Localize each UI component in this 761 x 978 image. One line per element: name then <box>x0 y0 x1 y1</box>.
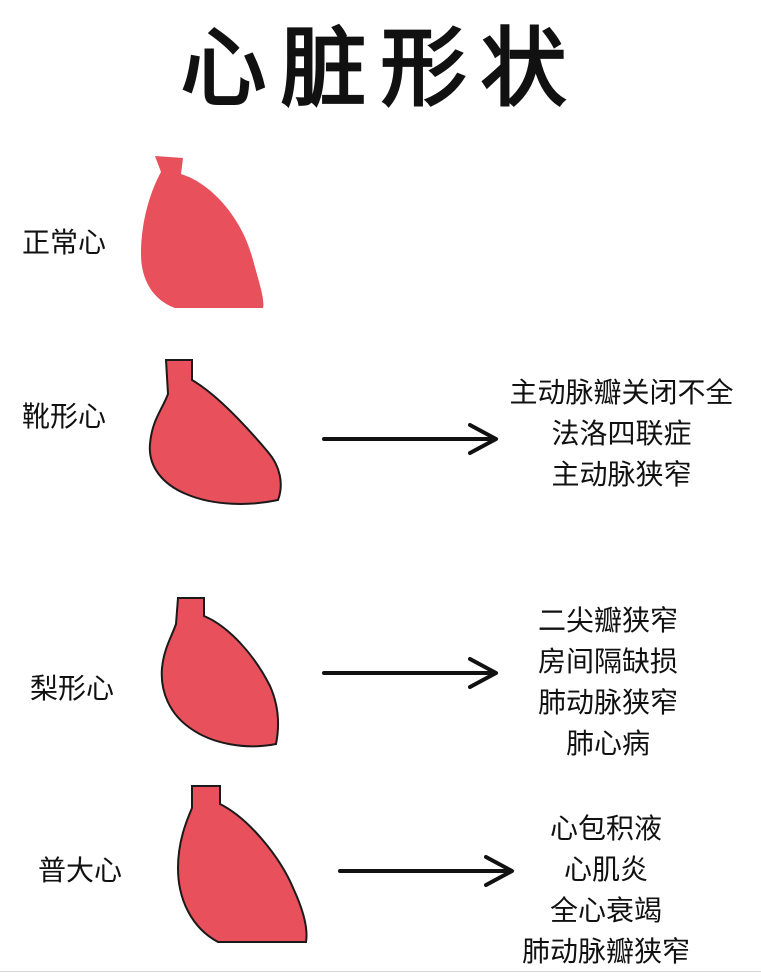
arrow-icon <box>322 657 498 689</box>
disease-item: 二尖瓣狭窄 <box>537 604 678 637</box>
disease-item: 肺动脉狭窄 <box>537 686 678 719</box>
disease-item: 肺动脉瓣狭窄 <box>521 935 690 968</box>
normal-heart-icon <box>141 156 264 308</box>
bottom-divider <box>0 971 761 972</box>
disease-item: 主动脉狭窄 <box>551 458 692 491</box>
disease-item: 心肌炎 <box>563 853 648 886</box>
boot-heart-icon <box>148 359 282 505</box>
shape-label: 梨形心 <box>30 672 115 705</box>
shape-label: 靴形心 <box>22 400 107 433</box>
arrow-icon <box>322 423 498 455</box>
enlarged-heart-icon <box>176 785 308 943</box>
shape-row-normal: 正常心 <box>0 150 761 320</box>
shape-row-pear: 梨形心 二尖瓣狭窄 房间隔缺损 肺动脉狭窄 肺心病 <box>0 594 761 760</box>
shape-label: 正常心 <box>22 226 107 259</box>
pear-heart-icon <box>160 597 279 748</box>
disease-item: 主动脉瓣关闭不全 <box>509 376 734 409</box>
disease-item: 全心衰竭 <box>549 894 662 927</box>
disease-list: 二尖瓣狭窄 房间隔缺损 肺动脉狭窄 肺心病 <box>508 600 708 764</box>
disease-item: 心包积液 <box>549 812 662 845</box>
shape-row-enlarged: 普大心 心包积液 心肌炎 全心衰竭 肺动脉瓣狭窄 <box>0 780 761 968</box>
disease-item: 肺心病 <box>565 727 650 760</box>
disease-list: 主动脉瓣关闭不全 法洛四联症 主动脉狭窄 <box>484 372 759 495</box>
arrow-icon <box>338 855 514 887</box>
page-title: 心脏形状 <box>180 19 581 119</box>
disease-item: 房间隔缺损 <box>537 645 678 678</box>
shape-label: 普大心 <box>38 854 123 887</box>
disease-list: 心包积液 心肌炎 全心衰竭 肺动脉瓣狭窄 <box>496 808 716 972</box>
shape-row-boot: 靴形心 主动脉瓣关闭不全 法洛四联症 主动脉狭窄 <box>0 352 761 512</box>
disease-item: 法洛四联症 <box>551 417 692 450</box>
